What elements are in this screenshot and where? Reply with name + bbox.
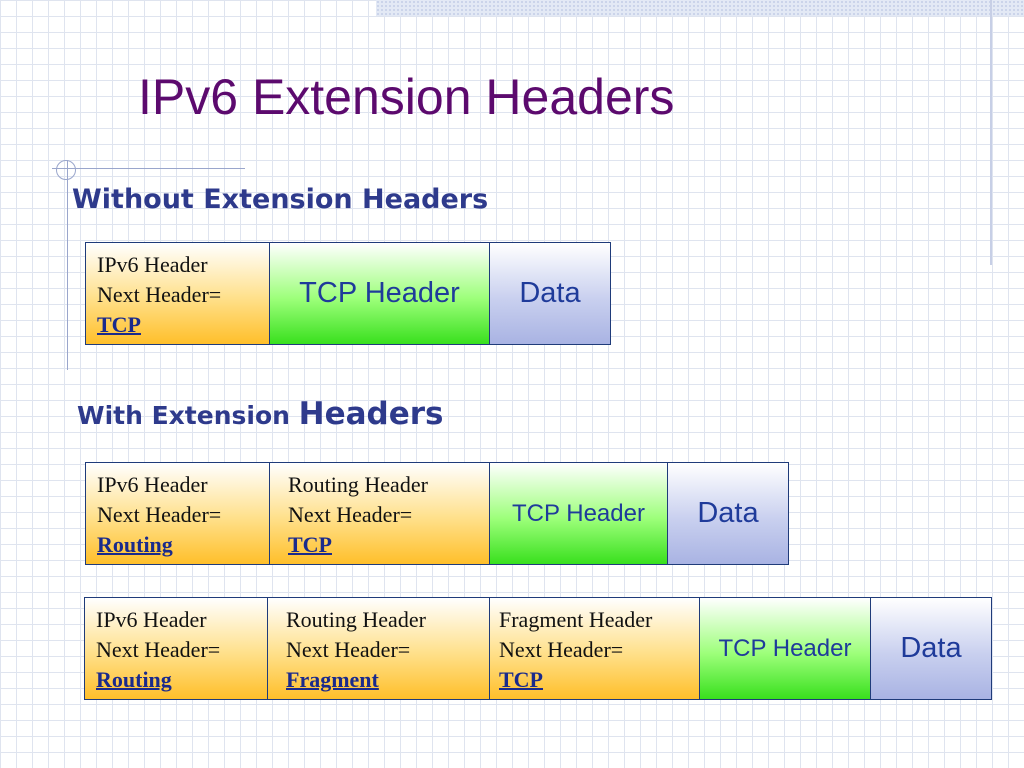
tcp-header-label: TCP Header bbox=[512, 499, 645, 527]
data-label: Data bbox=[900, 632, 962, 664]
fragment-header-cell: Fragment Header Next Header= TCP bbox=[490, 598, 700, 699]
cell-next-value: Routing bbox=[96, 667, 172, 692]
decor-circle bbox=[56, 160, 76, 180]
routing-header-cell: Routing Header Next Header= Fragment bbox=[268, 598, 490, 699]
tcp-header-label: TCP Header bbox=[299, 277, 460, 309]
cell-next-label: Next Header= bbox=[97, 282, 222, 307]
data-label: Data bbox=[519, 277, 581, 309]
cell-next-label: Next Header= bbox=[288, 502, 413, 527]
data-cell: Data bbox=[871, 598, 991, 699]
heading-with-extension-part1: With Extension bbox=[77, 401, 290, 430]
cell-next-label: Next Header= bbox=[499, 637, 624, 662]
cell-next-value: Routing bbox=[97, 532, 173, 557]
cell-title: IPv6 Header bbox=[97, 472, 208, 497]
cell-title: IPv6 Header bbox=[97, 252, 208, 277]
data-label: Data bbox=[697, 497, 759, 529]
tcp-header-label: TCP Header bbox=[718, 634, 852, 662]
ipv6-header-cell: IPv6 Header Next Header= TCP bbox=[86, 243, 270, 344]
packet-row-without-extension: IPv6 Header Next Header= TCP TCP Header … bbox=[85, 242, 611, 345]
packet-row-routing: IPv6 Header Next Header= Routing Routing… bbox=[85, 462, 789, 565]
heading-without-extension: Without Extension Headers bbox=[72, 184, 489, 215]
heading-with-extension: With Extension Headers bbox=[77, 396, 444, 432]
cell-title: Routing Header bbox=[288, 472, 428, 497]
cell-next-label: Next Header= bbox=[286, 637, 411, 662]
cell-title: Routing Header bbox=[286, 607, 426, 632]
heading-with-extension-part2: Headers bbox=[298, 396, 444, 432]
cell-next-value: TCP bbox=[288, 532, 332, 557]
right-decor-line bbox=[990, 0, 992, 265]
cell-next-label: Next Header= bbox=[96, 637, 221, 662]
top-decor-band bbox=[376, 0, 1024, 16]
left-decor-line bbox=[67, 160, 68, 370]
cell-next-value: TCP bbox=[499, 667, 543, 692]
data-cell: Data bbox=[668, 463, 788, 564]
title-underline-decor bbox=[52, 168, 245, 169]
packet-row-routing-fragment: IPv6 Header Next Header= Routing Routing… bbox=[84, 597, 992, 700]
cell-next-label: Next Header= bbox=[97, 502, 222, 527]
cell-title: IPv6 Header bbox=[96, 607, 207, 632]
page-title: IPv6 Extension Headers bbox=[138, 69, 675, 125]
ipv6-header-cell: IPv6 Header Next Header= Routing bbox=[85, 598, 268, 699]
routing-header-cell: Routing Header Next Header= TCP bbox=[270, 463, 490, 564]
data-cell: Data bbox=[490, 243, 610, 344]
cell-title: Fragment Header bbox=[499, 607, 653, 632]
tcp-header-cell: TCP Header bbox=[270, 243, 490, 344]
ipv6-header-cell: IPv6 Header Next Header= Routing bbox=[86, 463, 270, 564]
tcp-header-cell: TCP Header bbox=[490, 463, 668, 564]
cell-next-value: TCP bbox=[97, 312, 141, 337]
cell-next-value: Fragment bbox=[286, 667, 379, 692]
tcp-header-cell: TCP Header bbox=[700, 598, 871, 699]
